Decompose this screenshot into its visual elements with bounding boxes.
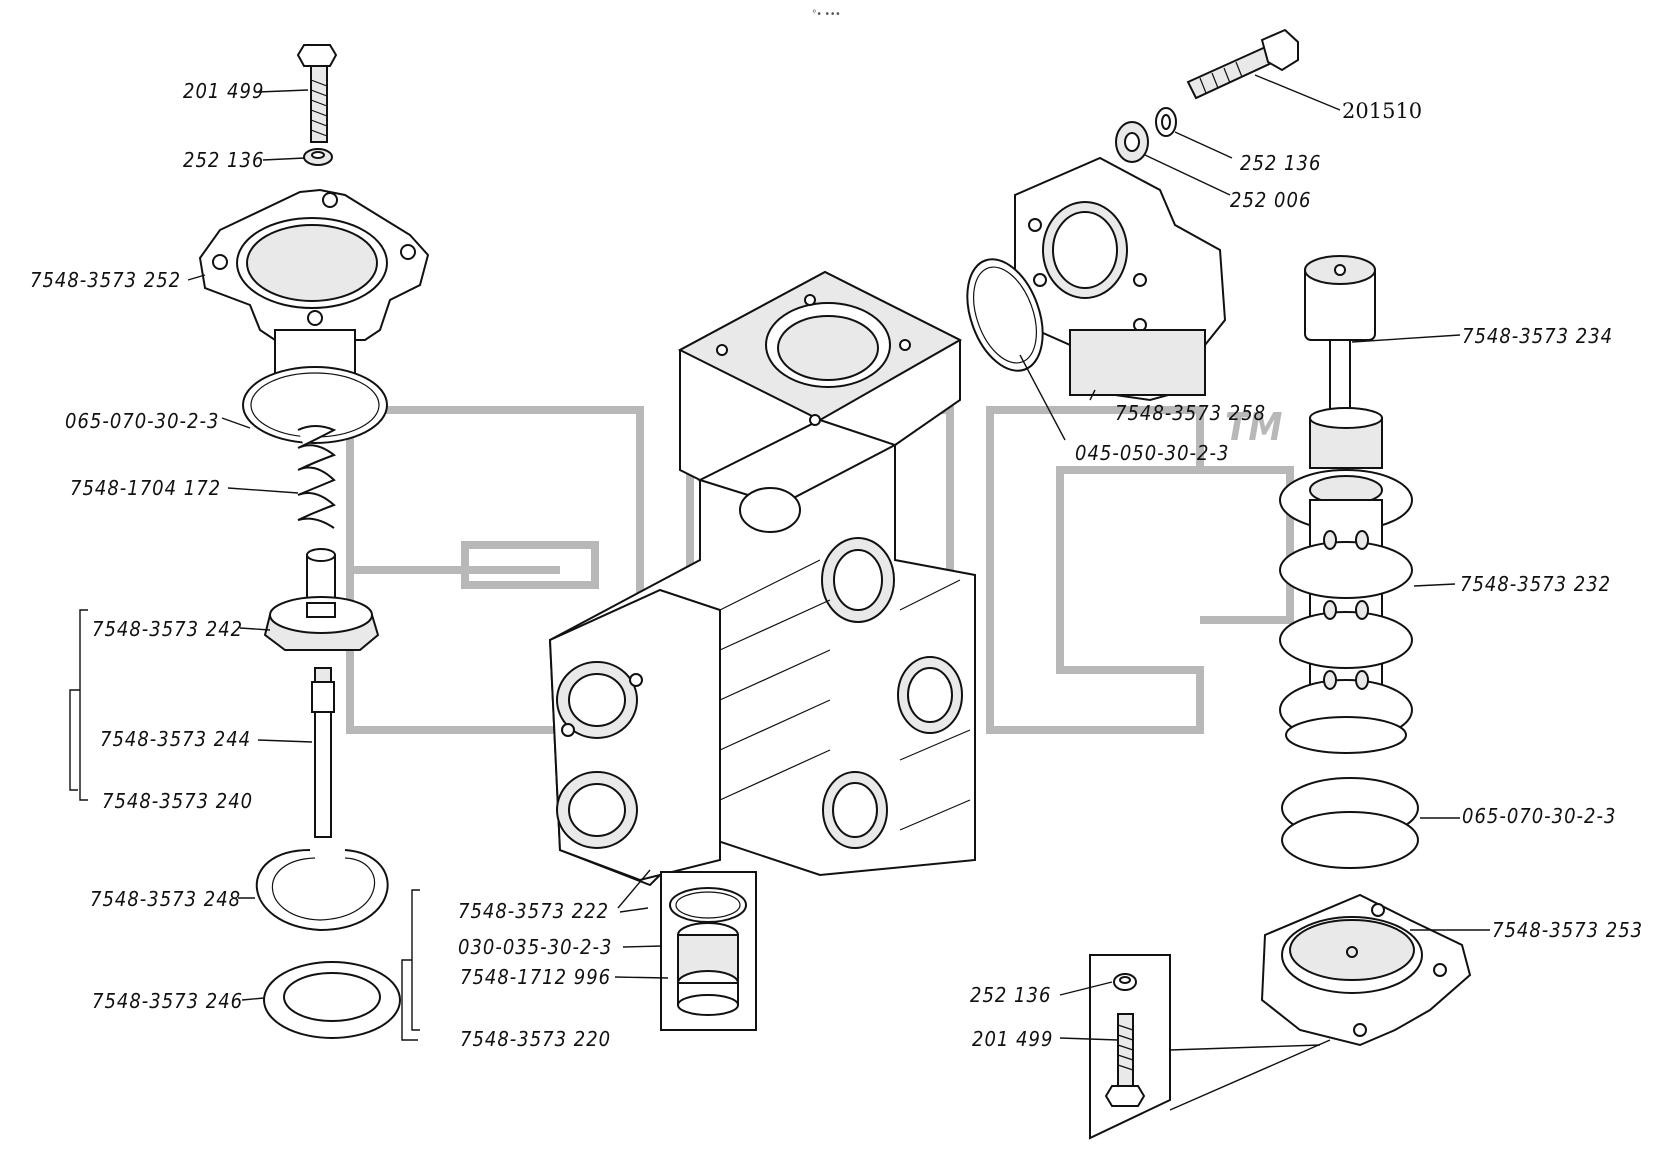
washer-top-left xyxy=(303,148,333,166)
label-elbow: 7548-3573 258 xyxy=(1115,401,1266,425)
label-cover-right: 7548-3573 253 xyxy=(1492,918,1643,942)
label-plug: 7548-1712 996 xyxy=(460,965,611,989)
label-201-499-bottom: 201 499 xyxy=(972,1027,1053,1051)
label-252-136-top: 252 136 xyxy=(183,148,264,172)
oring-elbow xyxy=(966,258,1044,372)
valve-body-housing xyxy=(548,270,976,887)
elbow-fitting xyxy=(1014,156,1227,402)
leader-lines xyxy=(69,74,1490,1111)
label-housing: 7548-3573 222 xyxy=(458,899,609,923)
label-split-washer: 252 136 xyxy=(1240,151,1321,175)
label-201-499-top: 201 499 xyxy=(183,79,264,103)
label-oring-right: 065-070-30-2-3 xyxy=(1462,804,1616,828)
label-assembly-center: 7548-3573 220 xyxy=(460,1027,611,1051)
oring-right xyxy=(1281,777,1419,869)
label-washer-left: 7548-3573 246 xyxy=(92,989,243,1013)
header-mark: °• ••• xyxy=(812,9,841,20)
washer-left-large xyxy=(263,961,401,1039)
label-cover-left: 7548-3573 252 xyxy=(30,268,181,292)
label-oring-plug: 030-035-30-2-3 xyxy=(458,935,612,959)
valve-disc-left xyxy=(263,548,380,651)
label-oring-left: 065-070-30-2-3 xyxy=(65,409,219,433)
bolt-top-right xyxy=(1186,28,1299,100)
label-spool: 7548-3573 232 xyxy=(1460,572,1611,596)
label-spring: 7548-1704 172 xyxy=(70,476,221,500)
fastener-inset-right xyxy=(1089,954,1171,1140)
plunger-right xyxy=(1304,255,1376,421)
label-snap-ring: 7548-3573 248 xyxy=(90,887,241,911)
label-252-136-bottom: 252 136 xyxy=(970,983,1051,1007)
cover-right xyxy=(1260,893,1472,1047)
snap-ring-left xyxy=(255,849,389,932)
label-disc: 7548-3573 242 xyxy=(92,617,243,641)
plug-inset xyxy=(660,871,757,1031)
pin-left xyxy=(311,667,335,838)
label-pin: 7548-3573 244 xyxy=(100,727,251,751)
watermark-tm: TM xyxy=(1225,405,1282,449)
label-flat-washer: 252 006 xyxy=(1230,188,1311,212)
label-plunger: 7548-3573 234 xyxy=(1462,324,1613,348)
flat-washer-right xyxy=(1115,121,1149,163)
spool-right xyxy=(1279,407,1413,754)
split-washer-right xyxy=(1155,107,1177,137)
spring-left xyxy=(297,425,337,529)
bolt-top-left xyxy=(296,44,338,143)
label-oring-elbow: 045-050-30-2-3 xyxy=(1075,441,1229,465)
label-bolt-right: 201510 xyxy=(1342,99,1422,123)
part-labels: 201 499 252 136 7548-3573 252 065-070-30… xyxy=(30,79,1643,1051)
label-assembly-left: 7548-3573 240 xyxy=(102,789,253,813)
